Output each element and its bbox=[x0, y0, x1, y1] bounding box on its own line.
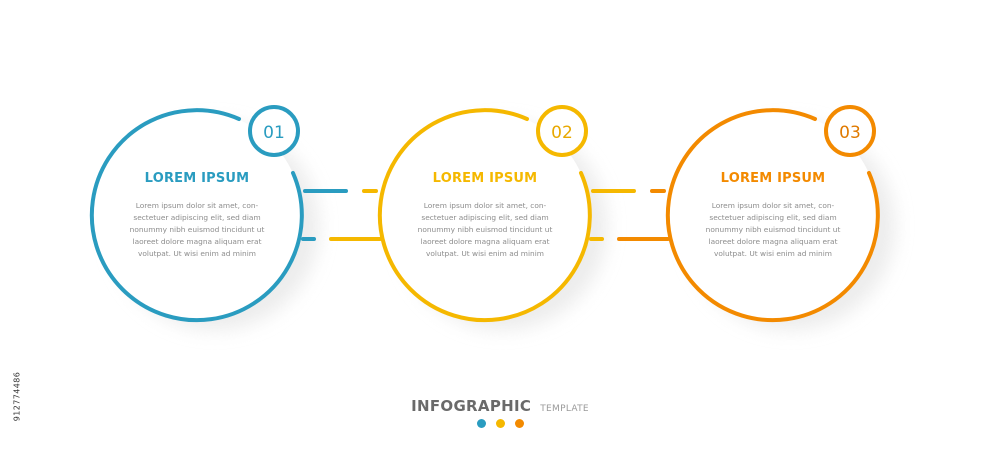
step-1-title: LOREM IPSUM bbox=[144, 171, 250, 186]
step-3-disc bbox=[668, 111, 878, 321]
step-1-badge bbox=[248, 105, 300, 157]
step-3-ring bbox=[665, 108, 880, 323]
dot-orange bbox=[514, 419, 524, 428]
step-2-badge bbox=[536, 105, 588, 157]
dot-blue bbox=[476, 419, 486, 428]
step-2-disc bbox=[380, 111, 590, 321]
footer-title: INFOGRAPHIC bbox=[411, 397, 532, 415]
step-3-content: LOREM IPSUM Lorem ipsum dolor sit amet, … bbox=[688, 171, 858, 260]
step-2-title: LOREM IPSUM bbox=[432, 171, 538, 186]
footer-subtitle: TEMPLATE bbox=[540, 404, 589, 414]
step-1-number: 01 bbox=[263, 123, 285, 143]
step-1-body: Lorem ipsum dolor sit amet, con- sectetu… bbox=[129, 201, 265, 258]
step-3-title: LOREM IPSUM bbox=[720, 171, 826, 186]
step-3-body: Lorem ipsum dolor sit amet, con- sectetu… bbox=[705, 201, 841, 258]
step-2-ring bbox=[377, 108, 592, 323]
footer-dots bbox=[0, 419, 1000, 428]
step-3-number: 03 bbox=[839, 123, 861, 143]
step-1-disc bbox=[92, 111, 302, 321]
step-2-content: LOREM IPSUM Lorem ipsum dolor sit amet, … bbox=[400, 171, 570, 260]
step-1-ring bbox=[89, 108, 304, 323]
step-3-badge bbox=[824, 105, 876, 157]
side-id-label: 912774486 bbox=[12, 371, 22, 422]
dot-yellow bbox=[495, 419, 505, 428]
footer-heading: INFOGRAPHIC TEMPLATE bbox=[0, 396, 1000, 415]
step-2-body: Lorem ipsum dolor sit amet, con- sectetu… bbox=[417, 201, 553, 258]
step-2-number: 02 bbox=[551, 123, 573, 143]
step-1-content: LOREM IPSUM Lorem ipsum dolor sit amet, … bbox=[112, 171, 282, 260]
